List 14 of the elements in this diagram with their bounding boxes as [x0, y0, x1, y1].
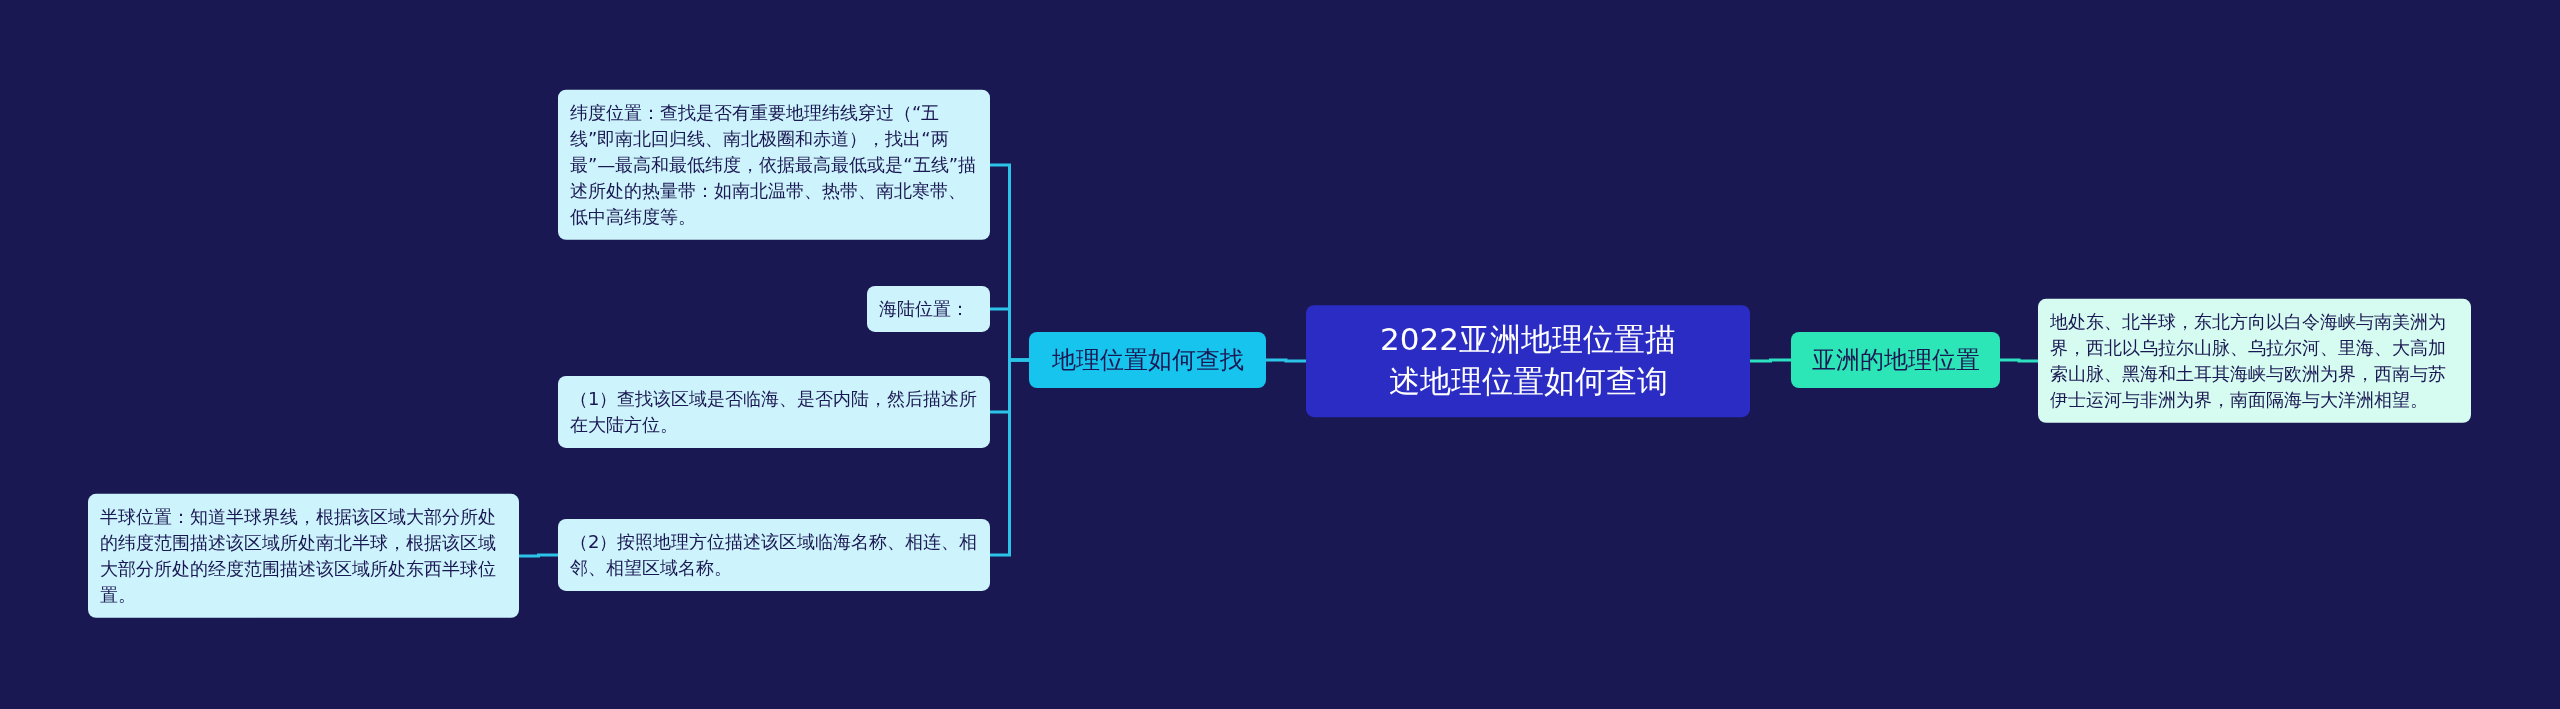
- central-topic-box: 2022亚洲地理位置描述地理位置如何查询: [1306, 305, 1750, 417]
- branch-topic-box: 亚洲的地理位置: [1791, 332, 2000, 388]
- subtopic-box: 半球位置：知道半球界线，根据该区域大部分所处的纬度范围描述该区域所处南北半球，根据该区域大部分所处的经度范围描述该区域所处东西半球位置。: [88, 493, 519, 619]
- connector-line: [990, 358, 1029, 557]
- branch-topic-box: 地理位置如何查找: [1029, 332, 1266, 388]
- subtopic-box: 地处东、北半球，东北方向以白令海峡与南美洲为界，西北以乌拉尔山脉、乌拉尔河、里海、大高加索山脉、黑海和土耳其海峡与欧洲为界，西南与苏伊士运河与非洲为界，南面隔海与大洋洲相望。: [2038, 298, 2471, 424]
- subtopic-box: 纬度位置：查找是否有重要地理纬线穿过（“五线”即南北回归线、南北极圈和赤道），找出“两最”—最高和最低纬度，依据最高最低或是“五线”描述所处的热量带：如南北温带、热带、南北寒带、低中高纬度等。: [558, 89, 990, 241]
- connector-line: [1750, 358, 1791, 363]
- subtopic-box: 海陆位置：: [867, 285, 990, 333]
- connector-line: [2000, 358, 2038, 363]
- subtopic-box: （2）按照地理方位描述该区域临海名称、相连、相邻、相望区域名称。: [558, 518, 990, 592]
- subtopic-box: （1）查找该区域是否临海、是否内陆，然后描述所在大陆方位。: [558, 375, 990, 449]
- connector-line: [519, 553, 558, 558]
- connector-line: [1266, 358, 1306, 363]
